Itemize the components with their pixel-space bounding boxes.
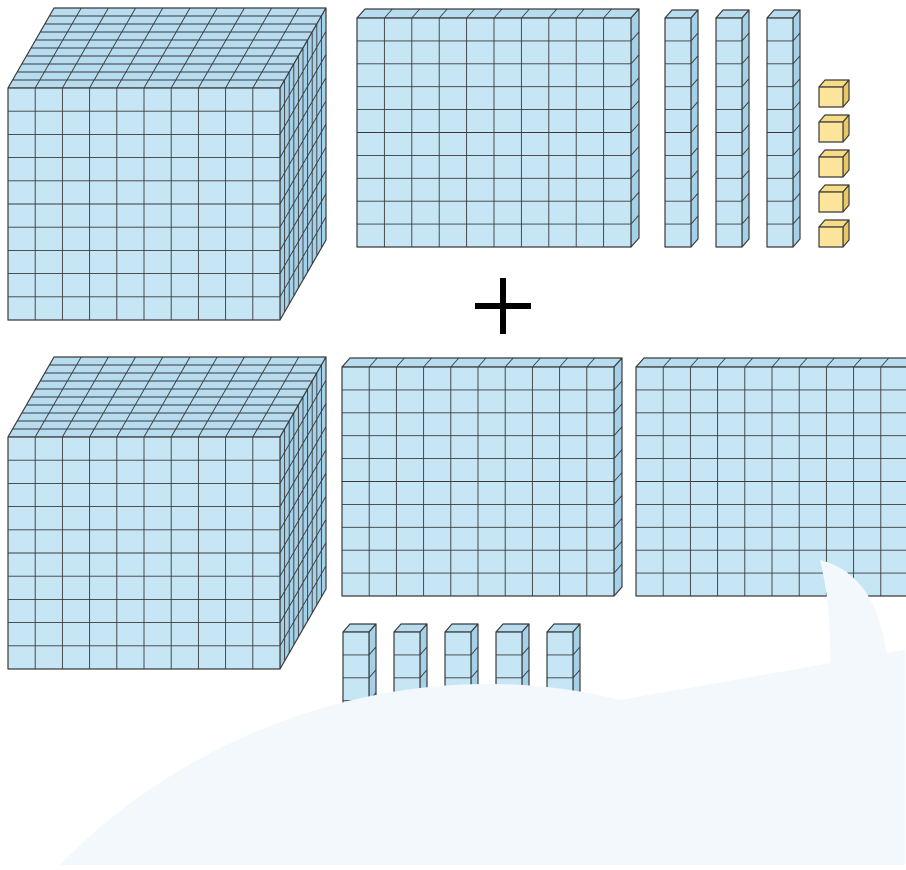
- watermark-logo: [0, 0, 906, 865]
- base-ten-blocks-addition: [0, 0, 906, 865]
